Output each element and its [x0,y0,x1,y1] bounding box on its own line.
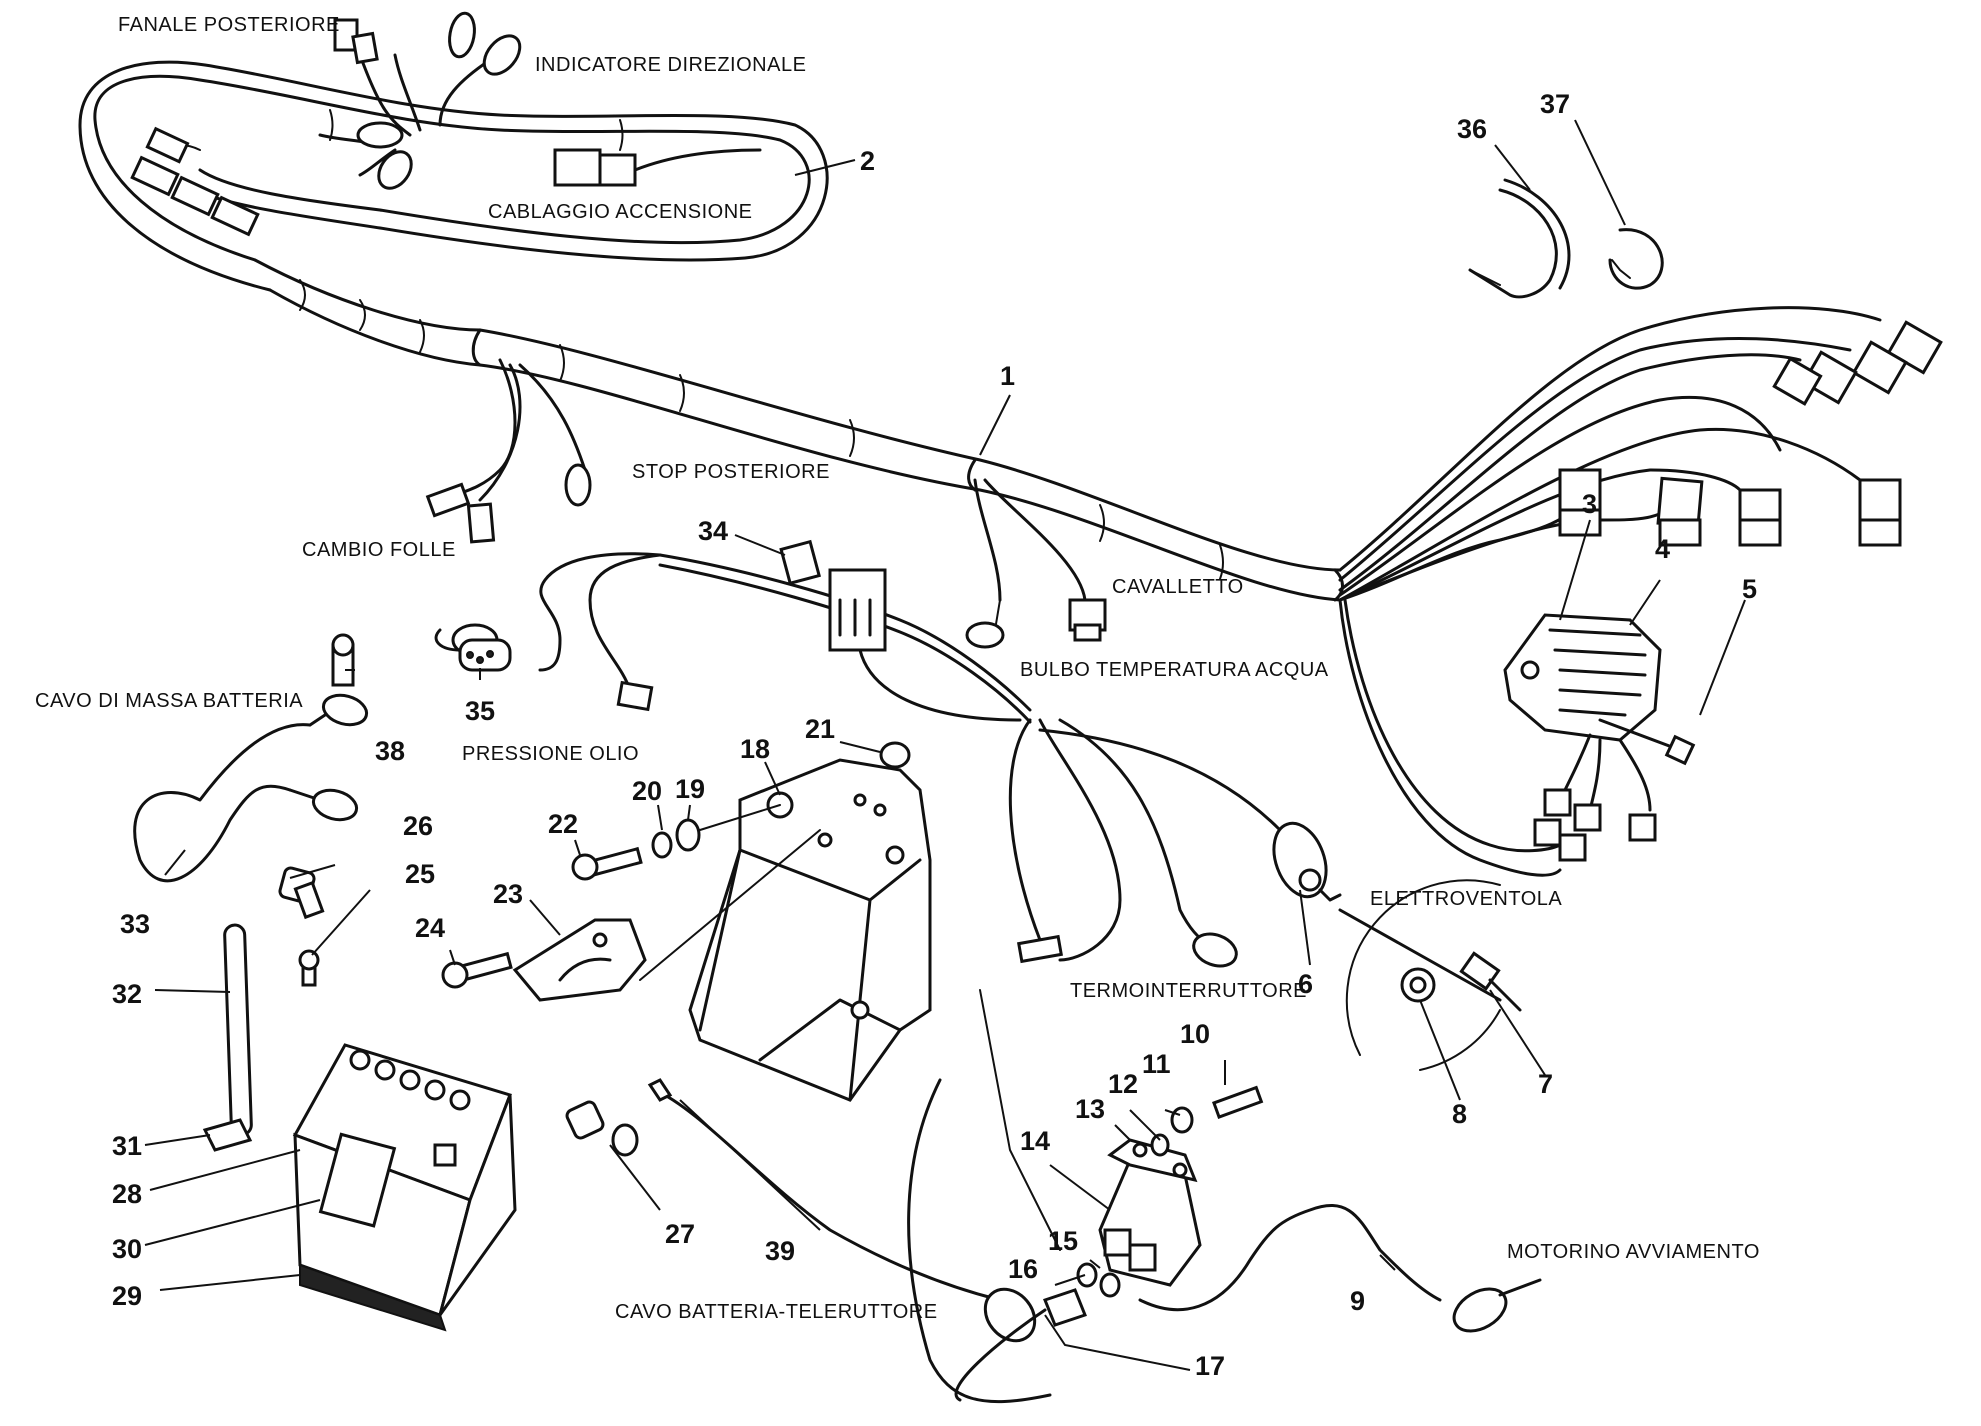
callout-8: 8 [1452,1099,1467,1129]
label-termointerruttore: TERMOINTERRUTTORE [1070,980,1307,1002]
callout-14: 14 [1020,1126,1050,1156]
callout-5: 5 [1742,574,1757,604]
ignition-harness [78,11,829,292]
callout-34: 34 [698,516,728,546]
label-indicatore-direzionale: INDICATORE DIREZIONALE [535,54,806,76]
battery [292,1043,517,1332]
label-elettroventola: ELETTROVENTOLA [1370,888,1562,910]
sidestand-and-water-temp-branch [965,478,1107,649]
callout-16: 16 [1008,1254,1038,1284]
label-motorino-avviamento: MOTORINO AVVIAMENTO [1507,1241,1760,1263]
component-labels: FANALE POSTERIORE INDICATORE DIREZIONALE… [35,14,1760,1323]
callout-31: 31 [112,1131,142,1161]
callout-27: 27 [665,1219,695,1249]
callout-29: 29 [112,1281,142,1311]
callout-28: 28 [112,1179,142,1209]
label-cablaggio-accensione: CABLAGGIO ACCENSIONE [488,201,753,223]
callout-13: 13 [1075,1094,1105,1124]
label-stop-posteriore: STOP POSTERIORE [632,461,830,483]
callout-22: 22 [548,809,578,839]
battery-box [688,758,932,1102]
label-cambio-folle: CAMBIO FOLLE [302,539,456,561]
callout-2: 2 [860,146,875,176]
label-cavalletto: CAVALLETTO [1112,576,1244,598]
callout-15: 15 [1048,1226,1078,1256]
callout-23: 23 [493,879,523,909]
small-parts-left [202,866,325,1152]
callout-6: 6 [1298,969,1313,999]
callout-11: 11 [1142,1049,1171,1079]
callout-39: 39 [765,1236,795,1266]
voltage-regulator [1503,613,1696,862]
callout-12: 12 [1108,1069,1138,1099]
label-pressione-olio: PRESSIONE OLIO [462,743,639,765]
fan-inset [1318,879,1522,1071]
battery-ground-cable [133,633,369,883]
label-bulbo-temperatura-acqua: BULBO TEMPERATURA ACQUA [1020,659,1329,681]
label-cavo-di-massa-batteria: CAVO DI MASSA BATTERIA [35,690,303,712]
callout-4: 4 [1655,534,1670,564]
callout-21: 21 [805,714,835,744]
callout-10: 10 [1180,1019,1210,1049]
callout-24: 24 [415,913,445,943]
neutral-and-stop-branch [425,358,592,544]
battery-relay-cable [565,1078,1037,1343]
callout-9: 9 [1350,1286,1365,1316]
label-fanale-posteriore: FANALE POSTERIORE [118,14,340,36]
callout-33: 33 [120,909,150,939]
callout-3: 3 [1582,489,1597,519]
callout-19: 19 [675,774,705,804]
callout-36: 36 [1457,114,1487,144]
leader-lines [144,119,1746,1371]
callout-20: 20 [632,776,662,806]
callout-32: 32 [112,979,142,1009]
right-connectors [1338,306,1943,602]
callout-25: 25 [405,859,435,889]
callout-38: 38 [375,736,405,766]
label-cavo-batteria-teleruttore: CAVO BATTERIA-TELERUTTORE [615,1301,938,1323]
callout-18: 18 [740,734,770,764]
callout-numbers: 1 2 3 4 5 6 7 8 9 10 11 12 13 14 15 16 1… [112,89,1757,1381]
callout-30: 30 [112,1234,142,1264]
starter-relay [907,989,1542,1404]
bracket-and-fasteners [441,741,911,1002]
callout-37: 37 [1540,89,1570,119]
callout-7: 7 [1538,1069,1553,1099]
secondary-harness [434,539,1562,968]
callout-17: 17 [1195,1351,1225,1381]
callout-1: 1 [1000,361,1015,391]
callout-26: 26 [403,811,433,841]
main-wiring-harness [253,258,1344,602]
callout-35: 35 [465,696,495,726]
harness-clamps [1468,178,1664,299]
